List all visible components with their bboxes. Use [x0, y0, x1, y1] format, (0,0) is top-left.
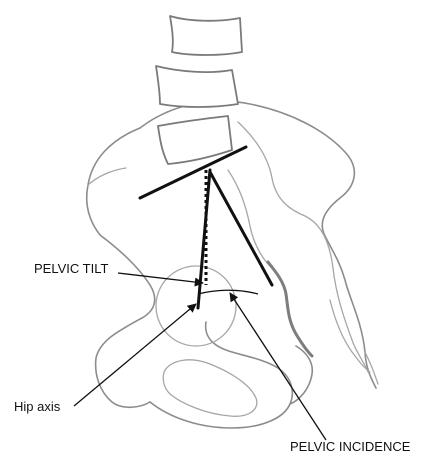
vertebra-l4 — [156, 66, 238, 107]
incidence-angle-arc — [198, 290, 258, 294]
vertical-reference-line — [198, 170, 210, 308]
vertebra-l3 — [170, 16, 242, 55]
pelvic-tilt-leader — [118, 273, 203, 283]
lumbar-vertebrae — [156, 16, 242, 164]
pelvic-incidence-label: PELVIC INCIDENCE — [290, 440, 410, 453]
vertebra-l5 — [158, 116, 232, 164]
acetabulum-circle — [156, 266, 236, 346]
hip-axis-leader — [74, 304, 196, 406]
hip-axis-label: Hip axis — [14, 400, 60, 413]
sacrum-edge — [268, 262, 312, 356]
pelvic-tilt-label: PELVIC TILT — [34, 262, 108, 275]
endplate-perpendicular-line — [210, 172, 272, 285]
